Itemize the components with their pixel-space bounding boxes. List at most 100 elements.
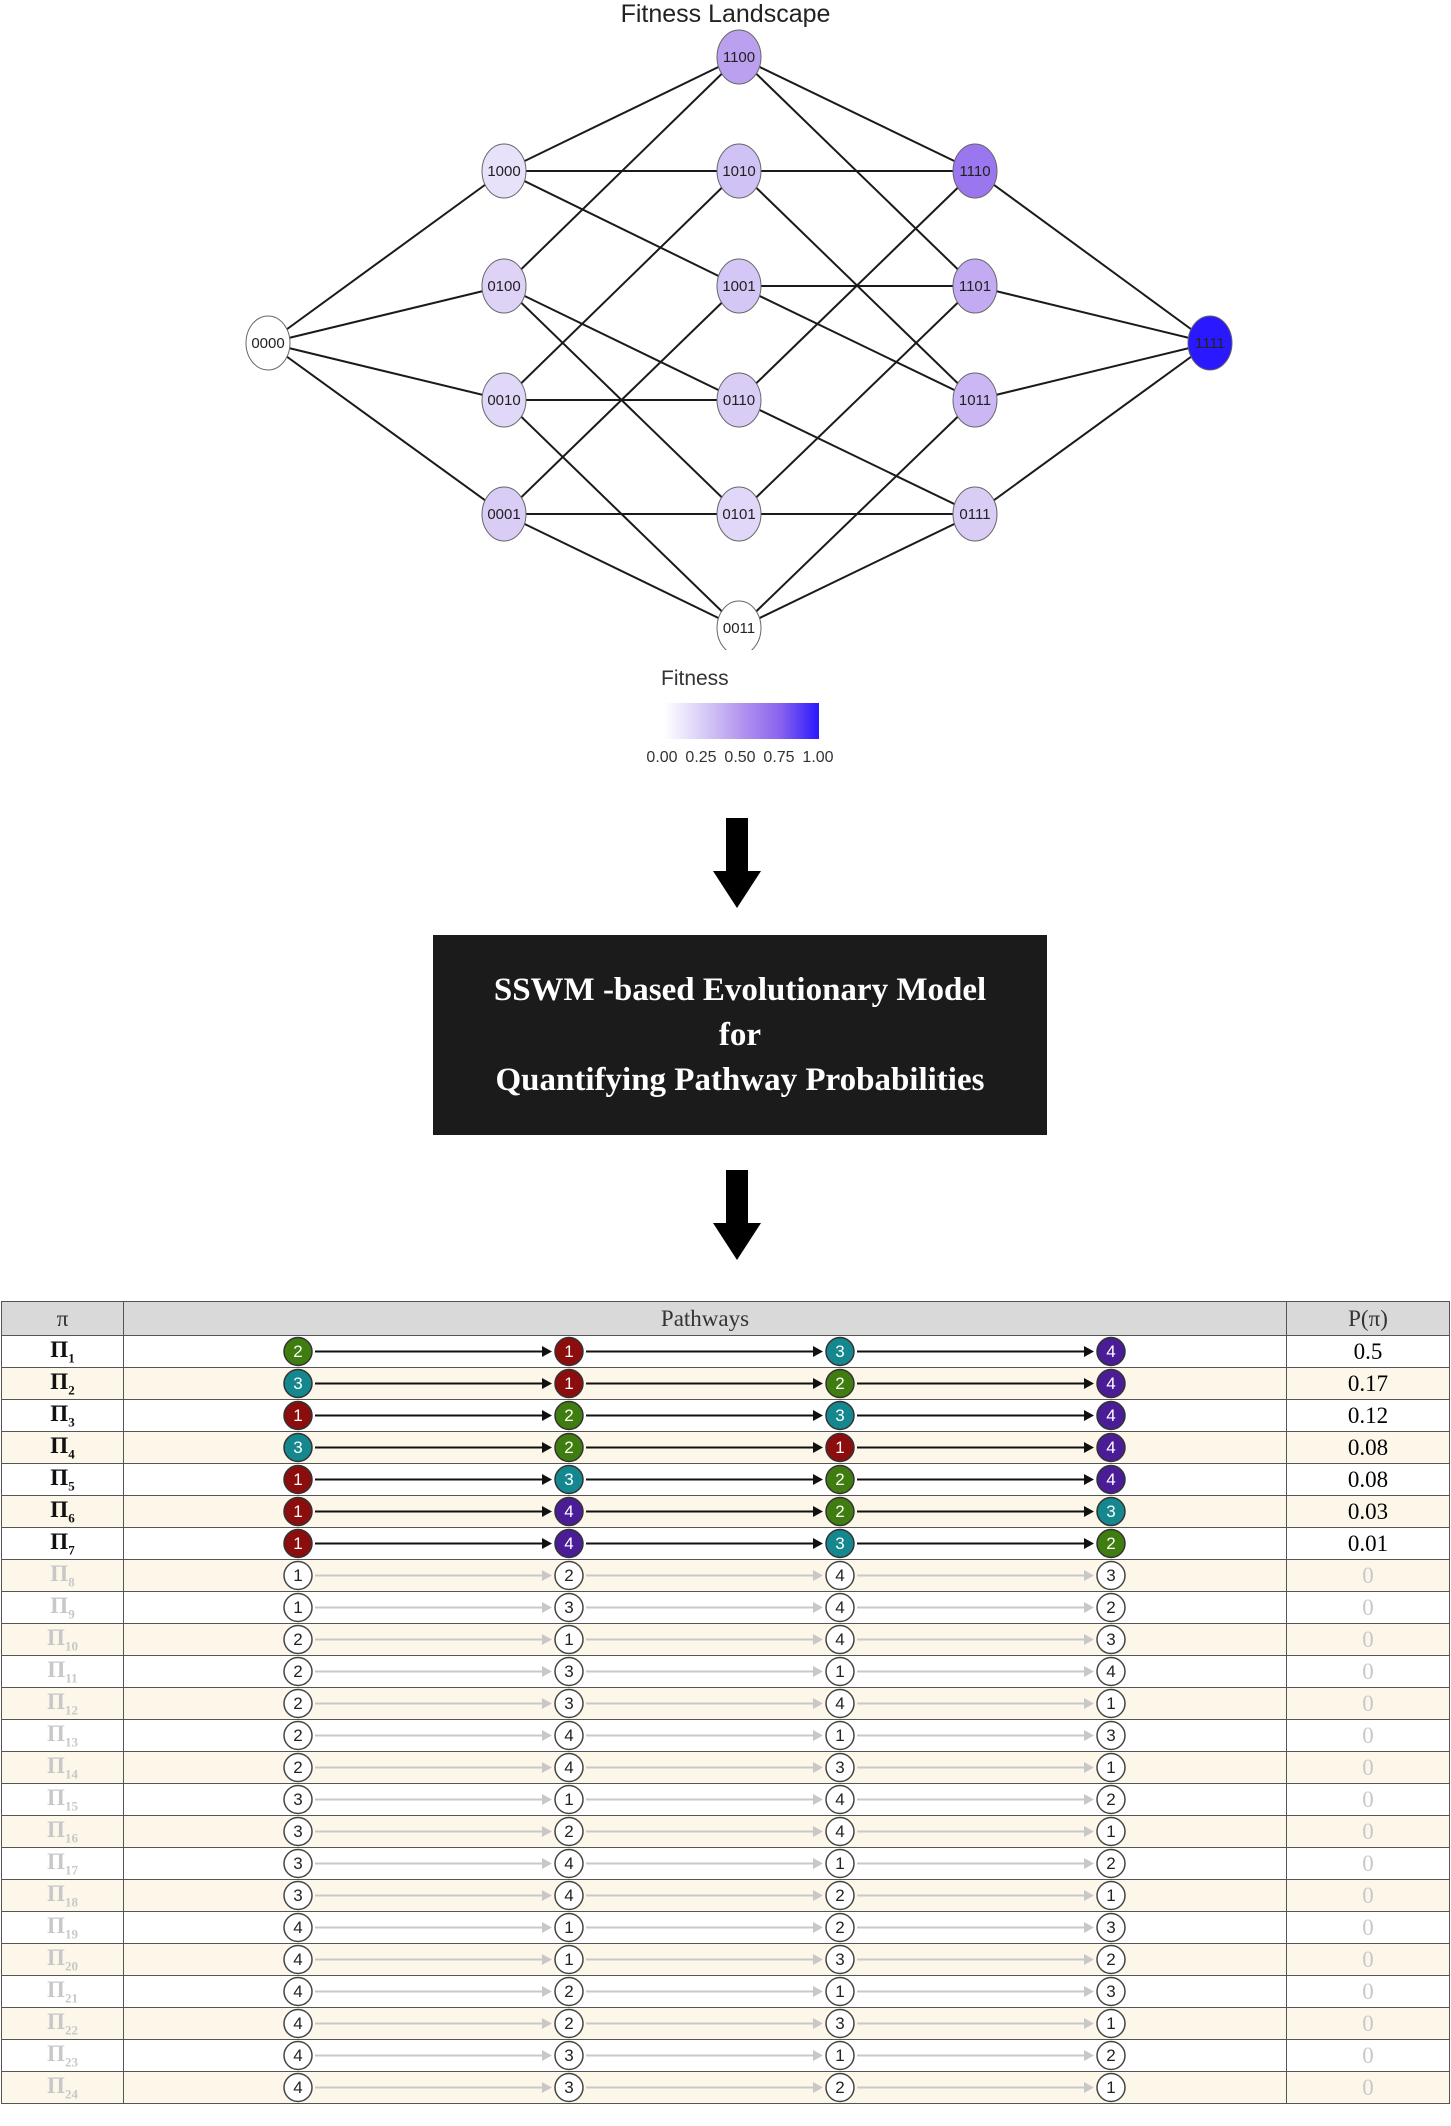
arrow-head-icon <box>1084 1602 1094 1613</box>
pathway-step-node <box>825 1528 855 1559</box>
pathway-step-node <box>283 2040 313 2071</box>
pathway-probability: 0 <box>1286 1687 1450 1720</box>
pi-symbol: Π <box>47 1912 65 1938</box>
pathway-step-label: 1 <box>1106 1694 1115 1713</box>
pi-symbol: Π <box>47 2040 65 2066</box>
pathway-id-cell: Π21 <box>1 1975 124 2008</box>
graph-edge <box>738 285 976 401</box>
pathway-step-node <box>554 1528 584 1559</box>
pathway-step-node <box>554 1976 584 2007</box>
pathway-probability: 0 <box>1286 1719 1450 1752</box>
pathway-step-label: 2 <box>564 2014 573 2033</box>
pathway-index: 16 <box>64 1830 78 1846</box>
pathway-step-label: 1 <box>1106 2014 1115 2033</box>
pathway-id-cell: Π24 <box>1 2071 124 2104</box>
pathway-step-label: 2 <box>293 1630 302 1649</box>
pathway-step-label: 2 <box>1106 1790 1115 1809</box>
model-description-box: SSWM -based Evolutionary Model for Quant… <box>433 935 1047 1135</box>
legend-tick: 0.50 <box>724 749 756 766</box>
pathway-step-label: 1 <box>293 1534 302 1553</box>
pathway-step-node <box>283 2008 313 2039</box>
pathway-step-label: 3 <box>564 1470 573 1489</box>
arrow-head-icon <box>813 1794 823 1805</box>
pathway-step-label: 2 <box>835 1374 844 1393</box>
arrow-head-icon <box>813 1378 823 1389</box>
arrow-head-icon <box>542 1890 552 1901</box>
header-pi: π <box>1 1301 124 1336</box>
pathway-id-cell: Π22 <box>1 2007 124 2040</box>
arrow-head-icon <box>542 1410 552 1421</box>
arrow-head-icon <box>813 1634 823 1645</box>
arrow-head-icon <box>1084 2018 1094 2029</box>
graph-edge <box>503 170 740 287</box>
pathway-index: 15 <box>64 1798 78 1814</box>
pathway-step-node <box>1096 1496 1126 1527</box>
pathway-id-cell: Π4 <box>1 1431 124 1464</box>
pathway-step-label: 1 <box>835 1662 844 1681</box>
graph-node: 1011 <box>952 372 998 428</box>
pathway-step-node <box>554 1784 584 1815</box>
pathway-step-node <box>825 1560 855 1591</box>
pathway-step-node <box>1096 1336 1126 1367</box>
pathway-id-cell: Π7 <box>1 1527 124 1560</box>
graph-edge <box>503 170 740 401</box>
pathway-id-cell: Π12 <box>1 1687 124 1720</box>
pathway-step-label: 4 <box>293 2046 302 2065</box>
pathway-probability: 0 <box>1286 1623 1450 1656</box>
pathway-step-node <box>283 1912 313 1943</box>
arrow-head-icon <box>813 1666 823 1677</box>
pathway-id-cell: Π13 <box>1 1719 124 1752</box>
arrow-head-icon <box>542 1666 552 1677</box>
graph-edge <box>738 170 976 401</box>
table-header-row: π Pathways P(π) <box>1 1301 1450 1336</box>
pi-symbol: Π <box>47 1848 65 1874</box>
pathway-id-cell: Π14 <box>1 1751 124 1784</box>
pathway-step-label: 4 <box>293 1982 302 2001</box>
pathway-step-node <box>1096 1752 1126 1783</box>
pathway-step-label: 4 <box>293 1950 302 1969</box>
pathway-step-label: 3 <box>564 1662 573 1681</box>
fitness-landscape-graph: 0000100001000010000111001010100101100101… <box>245 29 1233 650</box>
pathway-step-node <box>825 1976 855 2007</box>
pathway-step-node <box>1096 1464 1126 1495</box>
pi-symbol: Π <box>47 1784 65 1810</box>
graph-edge <box>503 513 740 629</box>
pi-symbol: Π <box>47 1624 65 1650</box>
pathway-probability: 0 <box>1286 1751 1450 1784</box>
arrow-head-icon <box>542 1538 552 1549</box>
pathway-step-label: 4 <box>1106 1662 1115 1681</box>
pathway-index: 9 <box>68 1606 75 1622</box>
pathway-probability: 0.08 <box>1286 1431 1450 1464</box>
pathway-step-node <box>825 1848 855 1879</box>
legend-tick: 1.00 <box>802 749 834 766</box>
arrow-head-icon <box>1084 1858 1094 1869</box>
graph-node: 0100 <box>481 258 527 314</box>
arrow-head-icon <box>813 2082 823 2093</box>
arrow-head-icon <box>813 1602 823 1613</box>
arrow-head-icon <box>542 1378 552 1389</box>
pi-symbol: Π <box>50 1528 69 1554</box>
pathway-index: 23 <box>64 2054 78 2070</box>
pathway-step-node <box>825 2040 855 2071</box>
graph-node: 1111 <box>1187 315 1233 371</box>
pi-symbol: Π <box>47 1944 65 1970</box>
arrow-head-icon <box>542 1698 552 1709</box>
pathway-index: 4 <box>68 1446 75 1462</box>
pathway-step-label: 4 <box>564 1758 573 1777</box>
pathway-step-node <box>554 1656 584 1687</box>
pathway-step-node <box>1096 1880 1126 1911</box>
pathway-step-label: 3 <box>835 1534 844 1553</box>
